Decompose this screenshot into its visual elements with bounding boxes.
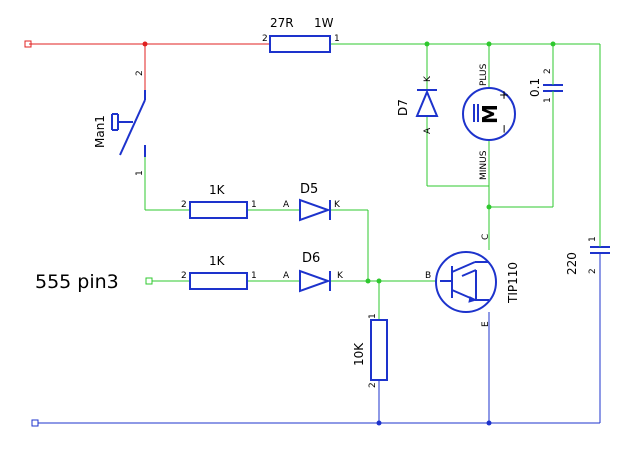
svg-text:1: 1 — [251, 200, 257, 210]
svg-text:2: 2 — [262, 34, 268, 44]
diode-d6: D6 A K — [283, 251, 344, 293]
svg-text:1W: 1W — [314, 16, 334, 30]
ground-terminal — [31, 419, 39, 427]
junction — [424, 41, 430, 47]
diode-d5: D5 A K — [283, 182, 341, 222]
svg-text:M: M — [478, 104, 502, 124]
resistor-1k-bottom: 1K 2 1 — [181, 254, 257, 290]
svg-text:D5: D5 — [300, 182, 318, 197]
resistor-27r: 27R 1W 2 1 — [262, 16, 340, 53]
signal-nets — [144, 41, 601, 320]
svg-text:Man1: Man1 — [93, 115, 107, 148]
ground-junction — [486, 420, 492, 426]
switch-man1: Man1 2 1 — [93, 70, 146, 176]
junction — [365, 278, 371, 284]
junction — [376, 278, 382, 284]
svg-text:1: 1 — [251, 271, 257, 281]
junction — [486, 41, 492, 47]
svg-text:2: 2 — [588, 268, 598, 274]
svg-text:2: 2 — [181, 200, 187, 210]
svg-text:D6: D6 — [302, 251, 320, 266]
ground-net — [31, 262, 601, 427]
svg-text:10K: 10K — [352, 342, 366, 366]
svg-text:+: + — [497, 90, 511, 100]
diode-d7: D7 K A — [396, 75, 439, 134]
junction — [550, 41, 556, 47]
input-terminal — [145, 277, 153, 285]
svg-text:A: A — [423, 127, 433, 134]
svg-text:2: 2 — [543, 68, 553, 74]
positive-supply-net — [24, 40, 270, 90]
svg-text:1: 1 — [588, 236, 598, 242]
input-label: 555 pin3 — [35, 271, 119, 293]
svg-text:2: 2 — [135, 70, 145, 76]
svg-text:K: K — [423, 75, 433, 82]
svg-text:1K: 1K — [209, 254, 226, 268]
svg-text:0.1: 0.1 — [528, 78, 542, 97]
motor: M + − PLUS MINUS — [462, 63, 516, 180]
resistor-10k: 10K 1 2 — [352, 313, 388, 388]
svg-text:TIP110: TIP110 — [506, 262, 520, 304]
positive-junction — [142, 41, 148, 47]
svg-text:1: 1 — [368, 313, 378, 319]
ground-junction — [376, 420, 382, 426]
svg-text:2: 2 — [181, 271, 187, 281]
resistor-1k-top: 1K 2 1 — [181, 183, 257, 219]
transistor-tip110: B C E TIP110 — [425, 234, 520, 327]
svg-text:C: C — [481, 234, 491, 240]
svg-text:B: B — [425, 271, 431, 281]
svg-text:220: 220 — [565, 252, 579, 275]
svg-text:1: 1 — [135, 170, 145, 176]
svg-text:1: 1 — [334, 34, 340, 44]
svg-text:27R: 27R — [270, 16, 294, 30]
junction — [486, 204, 492, 210]
positive-supply-terminal — [24, 40, 32, 48]
capacitor-0-1: 0.1 2 1 — [528, 68, 563, 103]
svg-text:−: − — [497, 124, 511, 134]
svg-text:A: A — [283, 271, 290, 281]
svg-text:PLUS: PLUS — [479, 63, 489, 86]
svg-text:A: A — [283, 200, 290, 210]
svg-text:MINUS: MINUS — [479, 150, 489, 180]
svg-text:D7: D7 — [396, 99, 410, 116]
svg-text:K: K — [337, 271, 344, 281]
svg-text:1K: 1K — [209, 183, 226, 197]
svg-text:2: 2 — [368, 382, 378, 388]
svg-text:E: E — [481, 321, 491, 327]
svg-text:K: K — [334, 200, 341, 210]
svg-text:1: 1 — [543, 97, 553, 103]
capacitor-220: 220 1 2 — [565, 236, 610, 275]
